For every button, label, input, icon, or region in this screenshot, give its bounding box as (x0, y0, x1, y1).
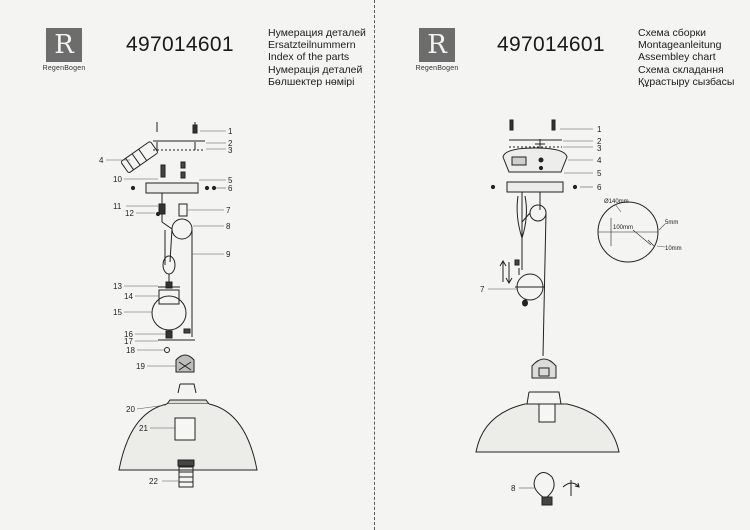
logo-text: RegenBogen (415, 65, 459, 72)
callout-11: 11 (113, 202, 122, 211)
callout-6: 6 (228, 184, 233, 193)
title-kz: Құрастыру сызбасы (638, 75, 735, 88)
callout-9: 9 (226, 250, 231, 259)
callout-8: 8 (226, 222, 231, 231)
callout-7: 7 (226, 206, 231, 215)
callout-14: 14 (124, 292, 133, 301)
title-ru: Схема сборки (638, 27, 706, 39)
dim-100: 100mm (613, 225, 633, 231)
right-page: R RegenBogen 497014601 Схема сборки Mont… (375, 0, 750, 530)
assembly-drawing: 1 2 3 4 5 6 7 8 Ø140mm 100mm 5mm 10mm (475, 119, 682, 506)
callout-7: 7 (480, 285, 485, 294)
fold-line (374, 0, 375, 530)
dim-10: 10mm (665, 246, 682, 252)
callout-19: 19 (136, 362, 145, 371)
callout-4: 4 (99, 156, 104, 165)
parts-index-drawing: 1 2 3 4 5 6 7 8 9 10 11 12 13 14 15 16 1… (99, 122, 258, 488)
title-ua: Нумерація деталей (268, 63, 363, 76)
callout-22: 22 (149, 477, 158, 486)
callout-1: 1 (597, 125, 602, 134)
page-titles: Схема сборки Montageanleitung Assembley … (638, 27, 734, 88)
callout-5: 5 (597, 169, 602, 178)
callout-12: 12 (125, 209, 134, 218)
callout-2: 2 (228, 139, 233, 148)
title-en: Index of the parts (268, 51, 350, 64)
callout-13: 13 (113, 282, 122, 291)
title-de: Montageanleitung (638, 39, 722, 52)
callout-18: 18 (126, 346, 135, 355)
dim-diameter-140: Ø140mm (604, 199, 629, 205)
callout-1: 1 (228, 127, 233, 136)
callout-3: 3 (597, 144, 602, 153)
callout-4: 4 (597, 156, 602, 165)
left-page: R RegenBogen 497014601 Нумерация деталей… (40, 27, 366, 488)
title-en: Assembley chart (638, 51, 716, 64)
callout-6: 6 (597, 183, 602, 192)
callout-21: 21 (139, 424, 148, 433)
page-titles: Нумерация деталей Ersatzteilnummern Inde… (268, 27, 366, 88)
callout-20: 20 (126, 405, 135, 414)
brand-logo: R RegenBogen (40, 28, 88, 72)
logo-text: RegenBogen (42, 65, 86, 72)
callout-5: 5 (228, 176, 233, 185)
title-ru: Нумерация деталей (268, 27, 366, 39)
title-de: Ersatzteilnummern (268, 39, 356, 52)
callout-17: 17 (124, 337, 133, 346)
callout-16: 16 (124, 330, 133, 339)
callout-8: 8 (511, 484, 516, 493)
callout-15: 15 (113, 308, 122, 317)
product-code: 497014601 (126, 33, 234, 56)
callout-2: 2 (597, 137, 602, 146)
logo-mark: R (419, 28, 455, 62)
callout-3: 3 (228, 146, 233, 155)
dim-5: 5mm (665, 220, 678, 226)
title-ua: Схема складання (638, 63, 724, 76)
callout-10: 10 (113, 175, 122, 184)
logo-mark: R (46, 28, 82, 62)
product-code: 497014601 (497, 33, 605, 56)
brand-logo: R RegenBogen (413, 28, 461, 72)
title-kz: Бөлшектер нөмірі (268, 75, 355, 88)
